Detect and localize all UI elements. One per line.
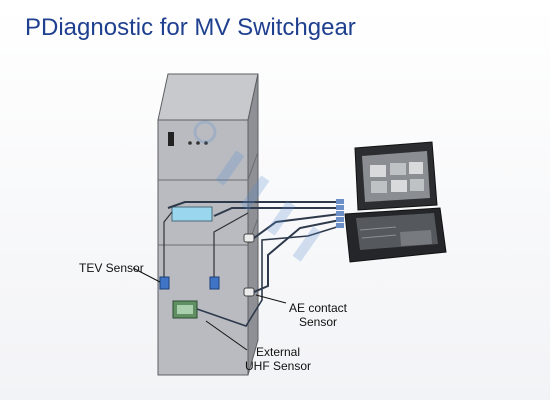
tev-leader-line (132, 267, 161, 283)
ae-sensor-icon (243, 233, 255, 243)
ae-label-line-1: AE contact (288, 301, 348, 315)
cable (196, 225, 341, 327)
ae-sensor-icon (243, 287, 255, 297)
tev-sensor-icon (209, 276, 220, 290)
external-uhf-sensor-label: External UHF Sensor (240, 345, 316, 373)
ae-leader-line (255, 294, 287, 304)
uhf-label-line-2: UHF Sensor (244, 359, 312, 373)
cabinet-side (247, 73, 259, 376)
cable (253, 219, 341, 293)
ae-contact-sensor-label: AE contact Sensor (284, 301, 352, 329)
tev-sensor-label: TEV Sensor (79, 261, 144, 275)
cabinet-top (157, 73, 259, 121)
ae-label-line-2: Sensor (298, 315, 338, 329)
uhf-leader-line (205, 320, 248, 351)
display-window-icon (171, 206, 213, 222)
cable (253, 213, 341, 239)
uhf-label-line-1: External (255, 345, 301, 359)
slide-title: PDiagnostic for MV Switchgear (25, 14, 356, 41)
cable (167, 201, 340, 209)
portable-analyzer-icon (344, 141, 447, 263)
watermark-logo (193, 120, 322, 262)
connector-icon (336, 199, 344, 204)
tev-sensor-icon (159, 276, 170, 290)
cabinet-front (157, 119, 249, 376)
panel-light-icon (188, 141, 192, 145)
panel-indicator-icon (168, 132, 174, 146)
cable (213, 207, 340, 217)
